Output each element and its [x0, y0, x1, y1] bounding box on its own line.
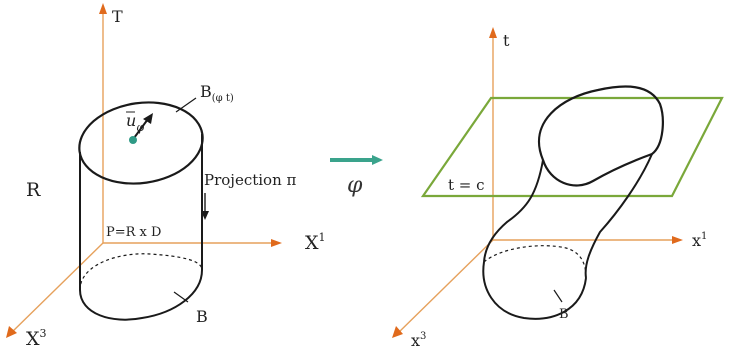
slice-label-subscript: (φ t) [212, 93, 234, 104]
product-label: P=R x D [106, 225, 161, 240]
region-label: R [26, 179, 41, 201]
left-t-axis-label: T [112, 7, 123, 26]
left-t-axis-arrowhead [99, 3, 107, 14]
left-x1-axis-arrowhead [271, 239, 282, 247]
velocity-vector [133, 118, 149, 139]
right-x3-axis-label: x3 [411, 331, 426, 350]
left-x3-axis [9, 242, 104, 335]
plane-label: t = c [448, 176, 485, 194]
slice-leader-line [175, 97, 197, 113]
material-point [129, 136, 137, 144]
velocity-label: uφ [126, 111, 144, 134]
cylinder-base-back [79, 253, 203, 291]
right-x1-superscript: 1 [701, 231, 707, 242]
velocity-subscript: φ [136, 121, 144, 134]
right-t-axis-arrowhead [489, 27, 497, 38]
deformed-left-side [483, 159, 544, 263]
left-x3-superscript: 3 [40, 327, 47, 340]
cylinder-top-ellipse [78, 101, 204, 185]
deformed-right-side [584, 153, 653, 279]
left-x1-axis-label: X1 [305, 231, 326, 254]
cylinder-base-front [79, 269, 203, 321]
time-slice-plane [420, 96, 724, 198]
right-base-leader-line [553, 289, 563, 303]
projection-label: Projection π [204, 171, 297, 189]
left-base-label: B [196, 307, 208, 326]
left-x1-superscript: 1 [319, 231, 326, 244]
right-x3-superscript: 3 [420, 331, 426, 342]
right-t-axis-label: t [503, 31, 510, 50]
right-panel: t x1 x3 t = c B [392, 27, 724, 350]
left-x3-axis-arrowhead [6, 326, 17, 338]
deformed-base-front [482, 261, 587, 320]
right-x1-axis-arrowhead [672, 236, 683, 244]
right-x3-axis-arrowhead [392, 326, 403, 338]
base-leader-line [173, 291, 189, 303]
map-arrowhead [372, 155, 383, 165]
right-x3-axis [395, 239, 494, 336]
projection-arrowhead [201, 211, 209, 220]
deformed-top-curve [537, 85, 664, 187]
deformed-base-back [483, 245, 587, 279]
right-base-label: B [559, 307, 569, 322]
slice-label: B(φ t) [200, 82, 234, 104]
left-panel: T X1 X3 R P=R x D B B(φ t) uφ Projection… [6, 3, 326, 350]
map-arrow-group: φ [330, 155, 383, 198]
map-label: φ [347, 173, 363, 198]
right-x1-axis-label: x1 [692, 231, 707, 250]
left-x3-axis-label: X3 [26, 327, 47, 350]
velocity-vector-arrowhead [143, 113, 153, 124]
